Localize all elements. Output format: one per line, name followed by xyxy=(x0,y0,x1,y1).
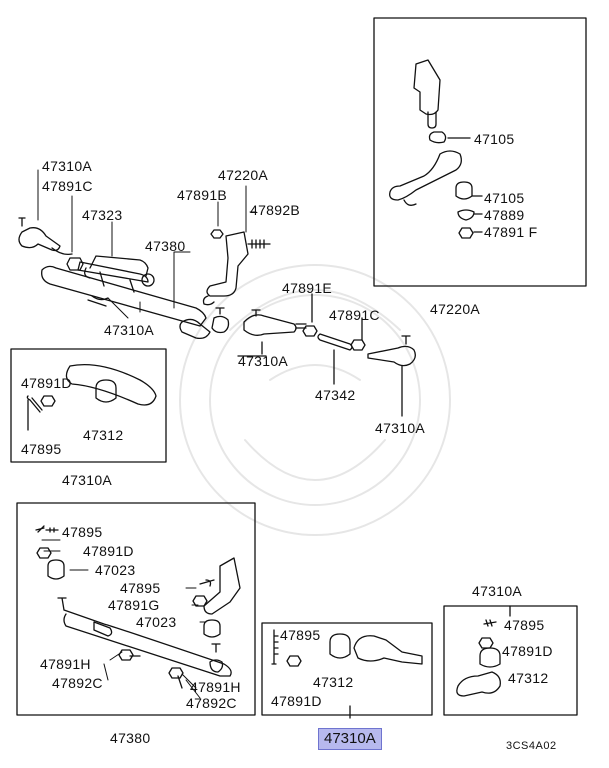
leader-lines-main xyxy=(37,169,257,699)
caption-box2-47220a: 47220A xyxy=(430,301,481,317)
label-47891b: 47891B xyxy=(177,187,228,203)
label-box2-47105b: 47105 xyxy=(484,190,525,206)
tie-rod-end-box1 xyxy=(26,363,157,431)
label-box2-47889: 47889 xyxy=(484,207,525,223)
nut-47891e xyxy=(302,293,318,337)
caption-box3-47380: 47380 xyxy=(110,730,151,746)
label-47891c-top: 47891C xyxy=(42,178,93,194)
tie-rod-end-box4 xyxy=(271,629,423,719)
label-box3-47892c-right: 47892C xyxy=(186,695,237,711)
label-47323: 47323 xyxy=(82,207,123,223)
sleeve-47342 xyxy=(317,333,353,385)
label-47342: 47342 xyxy=(315,387,356,403)
label-box1-47895: 47895 xyxy=(21,441,62,457)
inset-box-310a-left xyxy=(10,348,167,463)
label-47310a-top: 47310A xyxy=(42,158,93,174)
label-47310a-low: 47310A xyxy=(238,353,289,369)
caption-box1-47310a: 47310A xyxy=(62,472,113,488)
diagram-code: 3CS4A02 xyxy=(506,740,557,752)
right-tie-rod-end xyxy=(367,335,416,417)
label-box5-47310a: 47310A xyxy=(472,583,523,599)
label-box2-47105a: 47105 xyxy=(474,131,515,147)
inset-box-310a-mid xyxy=(261,622,433,716)
label-47220a-top: 47220A xyxy=(218,167,269,183)
center-link-assembly xyxy=(41,261,230,340)
inset-box-220a xyxy=(373,17,587,287)
label-47380-top: 47380 xyxy=(145,238,186,254)
inset-box-380 xyxy=(16,502,256,716)
label-47310a-right: 47310A xyxy=(375,420,426,436)
label-47310a-mid: 47310A xyxy=(104,322,155,338)
label-box5-47312: 47312 xyxy=(508,670,549,686)
label-box3-47891d: 47891D xyxy=(83,543,134,559)
label-box2-47891f: 47891 F xyxy=(484,224,538,240)
idler-arm-bracket xyxy=(202,229,271,306)
center-link-box3 xyxy=(35,525,241,689)
nut-47891c-mid xyxy=(350,317,366,351)
mid-tie-rod-end xyxy=(237,309,307,357)
nut-47891c-top xyxy=(66,257,84,271)
label-box1-47312: 47312 xyxy=(83,427,124,443)
label-box3-47892c-left: 47892C xyxy=(52,675,103,691)
label-box4-47895: 47895 xyxy=(280,627,321,643)
idler-arm-exploded xyxy=(389,59,483,239)
watermark-seal xyxy=(179,264,451,536)
label-box3-47891g: 47891G xyxy=(108,597,160,613)
label-47892b: 47892B xyxy=(250,202,301,218)
label-box4-47312: 47312 xyxy=(313,674,354,690)
label-box5-47895: 47895 xyxy=(504,617,545,633)
left-tie-rod-end xyxy=(18,217,73,256)
label-47891e: 47891E xyxy=(282,280,333,296)
label-box1-47891d: 47891D xyxy=(21,375,72,391)
label-box3-47023b: 47023 xyxy=(136,614,177,630)
label-box4-47891d: 47891D xyxy=(271,693,322,709)
arm-47323 xyxy=(89,255,149,277)
label-47891c-mid: 47891C xyxy=(329,307,380,323)
label-box3-47023a: 47023 xyxy=(95,562,136,578)
label-box3-47891h-left: 47891H xyxy=(40,656,91,672)
label-box3-47895a: 47895 xyxy=(62,524,103,540)
highlighted-part-47310a[interactable]: 47310A xyxy=(318,728,382,750)
label-box3-47891h-right: 47891H xyxy=(190,679,241,695)
label-box5-47891d: 47891D xyxy=(502,643,553,659)
tie-rod-end-box5 xyxy=(456,605,511,697)
label-box3-47895b: 47895 xyxy=(120,580,161,596)
